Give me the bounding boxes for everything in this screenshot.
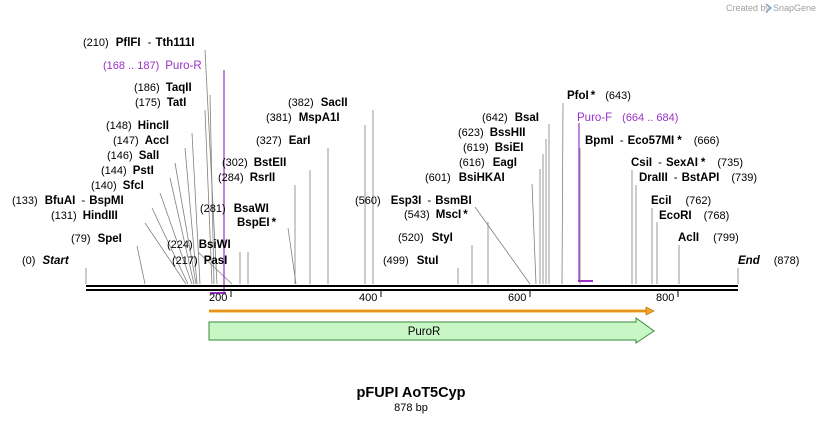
primer-puro-r-label[interactable]: (168 .. 187)Puro-R	[103, 60, 202, 72]
site-bsiei[interactable]: (619)BsiEI	[463, 142, 523, 154]
primer-puro-f-label[interactable]: Puro-F(664 .. 684)	[577, 112, 678, 124]
site-pflfi-tth111i[interactable]: (210)PflFI-Tth111I	[83, 37, 194, 49]
site-sfci[interactable]: (140)SfcI	[91, 180, 144, 192]
site-bsawi[interactable]: (281)BsaWI	[200, 203, 269, 215]
primer-puro-f-marker[interactable]	[578, 123, 593, 282]
site-psti[interactable]: (144)PstI	[101, 165, 154, 177]
site-bsiwi[interactable]: (224)BsiWI	[167, 239, 231, 251]
map-title: pFUPI AoT5Cyp	[356, 385, 465, 401]
site-taqii[interactable]: (186)TaqII	[134, 82, 192, 94]
primer-puro-r-marker[interactable]	[210, 70, 226, 294]
feature-puror-label: PuroR	[408, 326, 441, 338]
site-bsteii[interactable]: (302)BstEII	[222, 157, 286, 169]
site-pfoi[interactable]: PfoI*(643)	[567, 90, 631, 102]
site-bpmi-eco57mi[interactable]: BpmI-Eco57MI*(666)	[585, 135, 719, 147]
site-msci[interactable]: (543)MscI*	[404, 209, 468, 221]
tick-200: 200	[209, 292, 227, 304]
site-csii-sexai[interactable]: CsiI-SexAI*(735)	[631, 157, 743, 169]
site-sacii[interactable]: (382)SacII	[288, 97, 348, 109]
site-eagi[interactable]: (616)EagI	[459, 157, 517, 169]
feature-puror-arrow[interactable]	[208, 317, 655, 344]
tick-400: 400	[359, 292, 377, 304]
site-bfuai-bspmi[interactable]: (133)BfuAI-BspMI	[12, 195, 124, 207]
site-spei[interactable]: (79)SpeI	[71, 233, 122, 245]
site-ecii[interactable]: EciI(762)	[651, 195, 711, 207]
site-tati[interactable]: (175)TatI	[135, 97, 186, 109]
site-eari[interactable]: (327)EarI	[256, 135, 310, 147]
site-stui[interactable]: (499)StuI	[383, 255, 438, 267]
scale-ticks	[230, 290, 679, 297]
end-start[interactable]: (0)Start	[22, 255, 70, 267]
site-acli[interactable]: AclI(799)	[678, 232, 739, 244]
site-ecori[interactable]: EcoRI(768)	[659, 210, 729, 222]
site-bsshii[interactable]: (623)BssHII	[458, 127, 525, 139]
site-bspei[interactable]: BspEI*	[237, 217, 277, 229]
dna-backbone	[86, 285, 738, 291]
site-bsai[interactable]: (642)BsaI	[482, 112, 539, 124]
site-styi[interactable]: (520)StyI	[398, 232, 453, 244]
end-end[interactable]: End(878)	[738, 255, 799, 267]
snapgene-logo-icon	[765, 3, 773, 13]
credit-text: Created by	[726, 3, 771, 13]
credit-brand: SnapGene	[773, 3, 816, 13]
site-mspa1i[interactable]: (381)MspA1I	[266, 112, 340, 124]
site-esp3i-bsmbi[interactable]: (560)Esp3I-BsmBI	[355, 195, 472, 207]
puror-orf-line	[209, 306, 655, 316]
map-length: 878 bp	[394, 402, 428, 414]
site-hincii[interactable]: (148)HincII	[106, 120, 169, 132]
tick-600: 600	[508, 292, 526, 304]
site-acci[interactable]: (147)AccI	[113, 135, 169, 147]
site-sali[interactable]: (146)SalI	[107, 150, 159, 162]
site-rsrii[interactable]: (284)RsrII	[218, 172, 275, 184]
site-leader-lines	[85, 49, 739, 285]
site-hindiii[interactable]: (131)HindIII	[51, 210, 118, 222]
site-pasi[interactable]: (217)PasI	[172, 255, 227, 267]
site-bsihkai[interactable]: (601)BsiHKAI	[425, 172, 505, 184]
site-draiii-bstapi[interactable]: DraIII-BstAPI(739)	[639, 172, 757, 184]
tick-800: 800	[656, 292, 674, 304]
